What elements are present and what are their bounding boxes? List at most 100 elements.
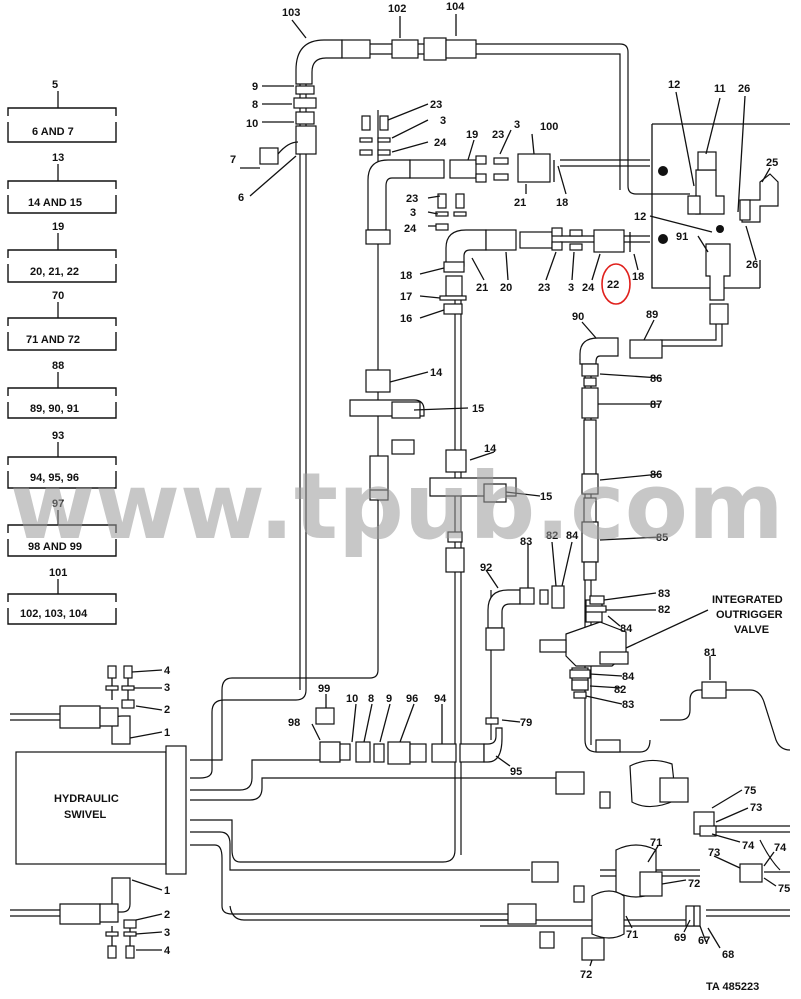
key-children-19: 20, 21, 22 (30, 266, 79, 278)
callout-91: 91 (676, 231, 688, 243)
callout-100: 100 (540, 121, 558, 133)
callout-19: 19 (466, 129, 478, 141)
key-group-97: 97 98 AND 99 (7, 498, 117, 557)
callout-75: 75 (744, 785, 756, 797)
hydraulic-swivel: HYDRAULIC SWIVEL (15, 665, 187, 959)
callout-74: 74 (742, 840, 755, 852)
callout-18: 18 (400, 270, 412, 282)
callout-84: 84 (622, 671, 635, 683)
callout-1: 1 (164, 885, 170, 897)
callout-99: 99 (318, 683, 330, 695)
callout-16: 16 (400, 313, 412, 325)
key-group-93: 93 94, 95, 96 (7, 430, 117, 489)
key-group-70: 70 71 AND 72 (7, 290, 117, 351)
integrated-outrigger-valve: INTEGRATED OUTRIGGER VALVE (539, 594, 783, 691)
callout-2: 2 (164, 909, 170, 921)
key-group-19: 19 20, 21, 22 (7, 221, 117, 283)
callout-84: 84 (566, 530, 579, 542)
callout-26: 26 (746, 259, 758, 271)
callout-89: 89 (646, 309, 658, 321)
callout-11: 11 (714, 83, 726, 95)
key-children-101: 102, 103, 104 (20, 608, 88, 620)
callout-9: 9 (252, 81, 258, 93)
callout-23: 23 (538, 282, 550, 294)
assembly-key: 5 6 AND 7 13 14 AND 15 19 20, 21, 22 70 … (7, 79, 117, 625)
watermark: www.tpub.com (10, 453, 784, 560)
callout-17: 17 (400, 291, 412, 303)
key-children-93: 94, 95, 96 (30, 472, 79, 484)
callout-72: 72 (688, 878, 700, 890)
callout-87: 87 (650, 399, 662, 411)
key-children-88: 89, 90, 91 (30, 403, 79, 415)
callout-69: 69 (674, 932, 686, 944)
callout-2: 2 (164, 704, 170, 716)
callout-95: 95 (510, 766, 522, 778)
callout-86: 86 (650, 373, 662, 385)
fittings (259, 37, 790, 961)
callout-10: 10 (346, 693, 358, 705)
key-parent-5: 5 (52, 79, 58, 91)
key-group-5: 5 6 AND 7 (7, 79, 117, 143)
key-children-13: 14 AND 15 (28, 197, 82, 209)
callout-3: 3 (410, 207, 416, 219)
callout-67: 67 (698, 935, 710, 947)
highlight-circle (601, 263, 631, 305)
callout-102: 102 (388, 3, 406, 15)
callout-71: 71 (626, 929, 638, 941)
callout-72: 72 (580, 969, 592, 981)
callout-23: 23 (406, 193, 418, 205)
callout-75: 75 (778, 883, 790, 895)
callout-20: 20 (500, 282, 512, 294)
callout-96: 96 (406, 693, 418, 705)
callout-82: 82 (658, 604, 670, 616)
callout-10: 10 (246, 118, 258, 130)
callout-25: 25 (766, 157, 778, 169)
callout-18: 18 (632, 271, 644, 283)
integrated-valve-label: INTEGRATED (712, 594, 783, 606)
key-parent-93: 93 (52, 430, 64, 442)
key-children-5: 6 AND 7 (32, 126, 74, 138)
callout-83: 83 (658, 588, 670, 600)
key-group-13: 13 14 AND 15 (7, 152, 117, 214)
callout-23: 23 (430, 99, 442, 111)
figure-id: TA 485223 (706, 981, 759, 993)
hydraulic-swivel-label-2: SWIVEL (64, 809, 106, 821)
callout-labels: 103 102 104 9 8 10 7 6 23 3 24 19 23 3 1… (164, 1, 790, 981)
callout-86: 86 (650, 469, 662, 481)
callout-8: 8 (368, 693, 374, 705)
callout-79: 79 (520, 717, 532, 729)
key-parent-101: 101 (49, 567, 67, 579)
callout-24: 24 (404, 223, 417, 235)
callout-15: 15 (540, 491, 552, 503)
key-group-88: 88 89, 90, 91 (7, 360, 117, 419)
key-parent-97: 97 (52, 498, 64, 510)
valve-mounting-panel (651, 123, 790, 289)
callout-98: 98 (288, 717, 300, 729)
callout-4: 4 (164, 665, 171, 677)
callout-21: 21 (514, 197, 526, 209)
callout-22: 22 (607, 279, 619, 291)
callout-3: 3 (440, 115, 446, 127)
key-parent-19: 19 (52, 221, 64, 233)
callout-85: 85 (656, 532, 668, 544)
callout-12: 12 (634, 211, 646, 223)
callout-3: 3 (164, 682, 170, 694)
callout-104: 104 (446, 1, 465, 13)
callout-3: 3 (164, 927, 170, 939)
callout-74: 74 (774, 842, 787, 854)
callout-7: 7 (230, 154, 236, 166)
callout-15: 15 (472, 403, 484, 415)
callout-21: 21 (476, 282, 488, 294)
callout-82: 82 (546, 530, 558, 542)
callout-73: 73 (708, 847, 720, 859)
hydraulic-swivel-label: HYDRAULIC (54, 793, 119, 805)
callout-71: 71 (650, 837, 662, 849)
key-group-101: 101 102, 103, 104 (7, 567, 117, 625)
callout-1: 1 (164, 727, 170, 739)
key-children-97: 98 AND 99 (28, 541, 82, 553)
callout-6: 6 (238, 192, 244, 204)
callout-82: 82 (614, 684, 626, 696)
callout-8: 8 (252, 99, 258, 111)
callout-9: 9 (386, 693, 392, 705)
